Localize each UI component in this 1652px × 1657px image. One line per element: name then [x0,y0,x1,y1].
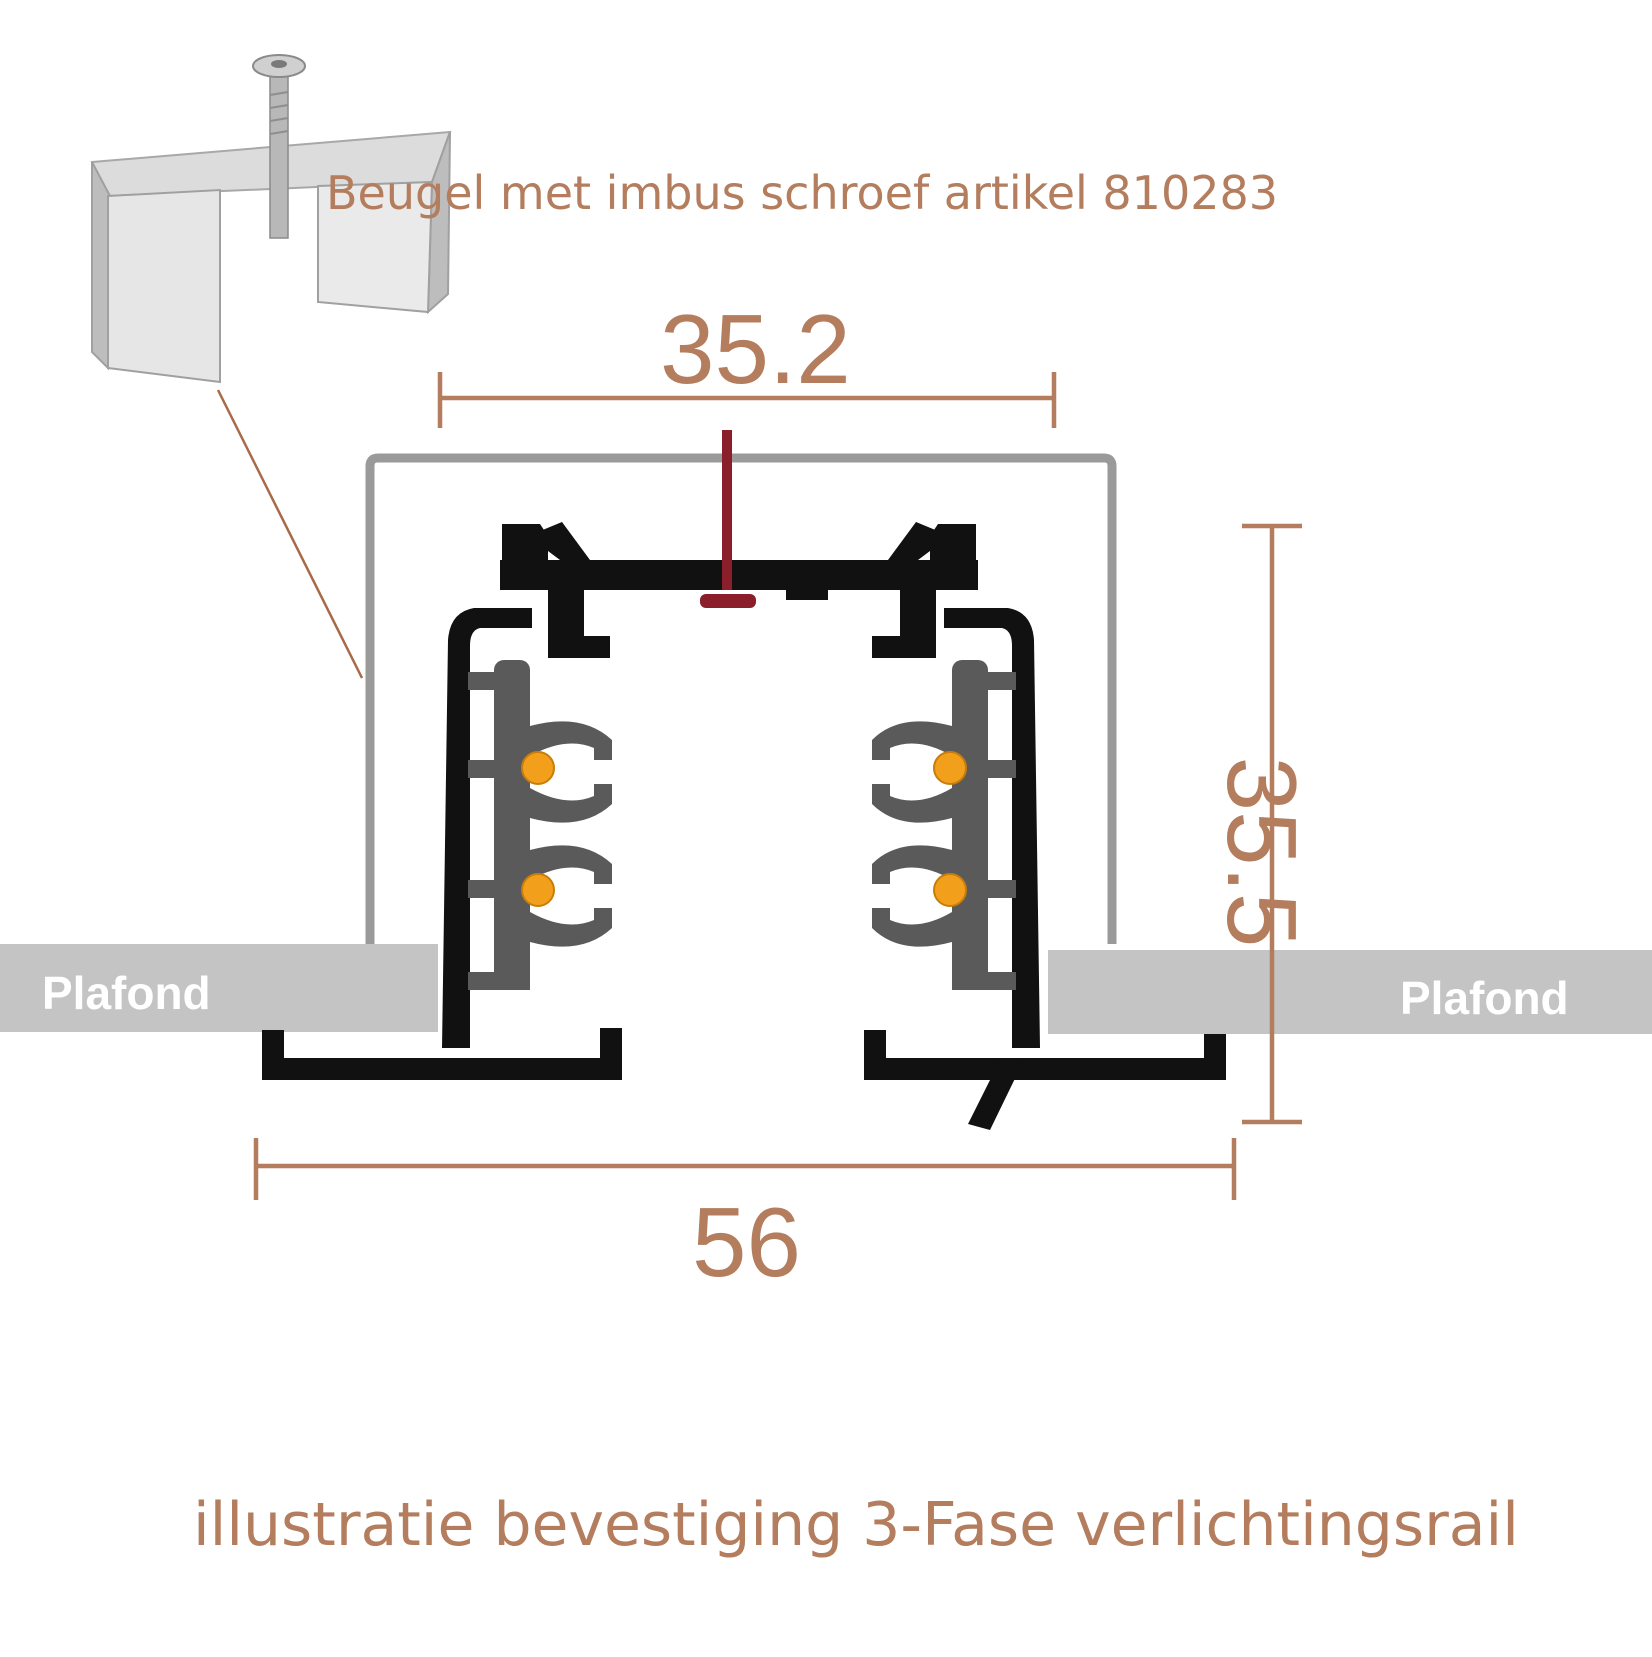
ceiling-plate-left [0,944,438,1032]
contact-insert-right [872,660,1016,990]
bracket-illustration [90,54,452,384]
ceiling-plate-right [1048,950,1652,1034]
dimension-top-width: 35.2 [660,294,851,404]
ceiling-label-left: Plafond [42,967,211,1019]
footer-caption: illustratie bevestiging 3-Fase verlichti… [193,1490,1519,1560]
contact-insert-left [468,660,612,990]
ceiling-label-right: Plafond [1400,972,1569,1024]
bracket-outline [365,453,1117,944]
dimension-bottom-width: 56 [692,1187,802,1297]
fixing-screw-icon [700,430,756,608]
bracket-leader-line [216,389,364,679]
imbus-screw-icon [252,54,306,239]
bracket-caption: Beugel met imbus schroef artikel 810283 [326,166,1279,220]
conductor-dots [521,751,967,907]
dimension-lines [253,372,1302,1200]
track-rail-profile [262,522,1226,1130]
dimension-height: 35.5 [1207,756,1317,948]
